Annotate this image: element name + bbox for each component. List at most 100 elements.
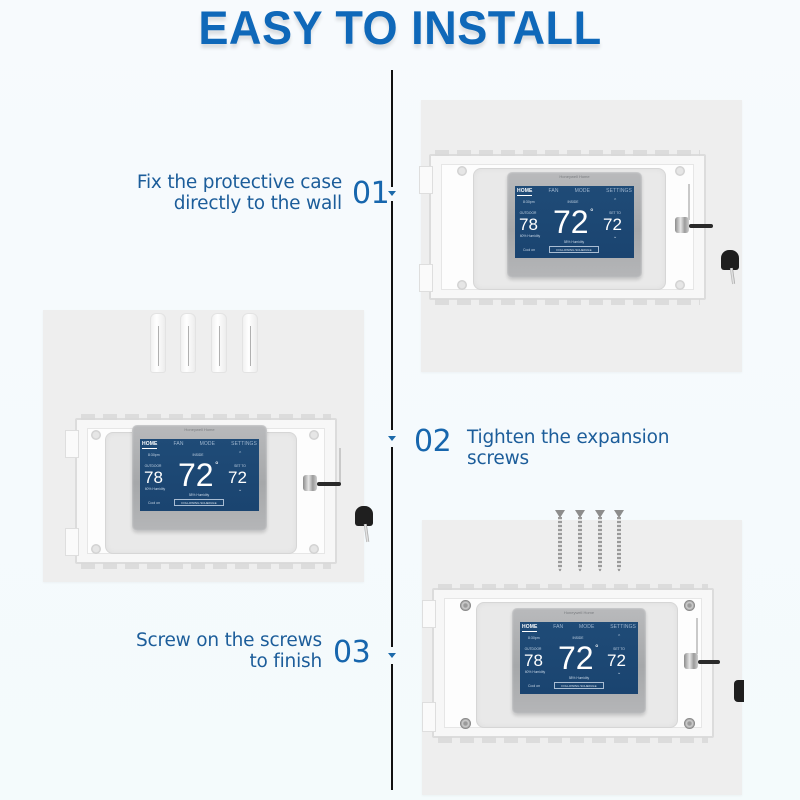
thermostat-brand: Honeywell Home	[563, 610, 595, 615]
wall-plug	[242, 313, 258, 373]
key-metal	[363, 523, 370, 543]
step-1-image: Honeywell Home HOME FAN MODE SETTINGS 8:…	[419, 100, 742, 372]
outdoor-temp: 78	[519, 215, 538, 234]
set-temp: 72	[603, 215, 622, 234]
tab-settings: SETTINGS	[610, 624, 636, 630]
step-2-image: Honeywell Home HOME FAN MODE SETTINGS 8:…	[43, 310, 373, 582]
hinge	[422, 600, 436, 628]
humidity: 58% Humidity	[188, 493, 210, 497]
chevron-up-icon: ⌃	[613, 198, 618, 204]
step-1-line-2: directly to the wall	[173, 193, 343, 214]
humidity: 58% Humidity	[563, 240, 585, 244]
screw-hole	[309, 430, 319, 440]
tab-mode: MODE	[574, 188, 591, 194]
outdoor-humidity: 60% Humidity	[519, 234, 541, 238]
inside-label: INSIDE	[567, 200, 579, 204]
tab-fan: FAN	[548, 188, 559, 194]
hinge	[419, 264, 433, 292]
screw-hole	[309, 544, 319, 554]
key-blade	[698, 660, 720, 664]
outdoor-label: OUTDOOR	[519, 211, 537, 215]
screw-head	[684, 718, 695, 729]
thermostat-screen: HOME FAN MODE SETTINGS 8:30pm INSIDE OUT…	[515, 186, 634, 258]
set-to-label: SET TO	[234, 464, 246, 468]
lock-cylinder	[684, 653, 698, 669]
outdoor-temp: 78	[144, 468, 163, 487]
timeline-line-segment	[391, 664, 393, 790]
timeline-line-segment	[391, 201, 393, 430]
step-2-description: Tighten the expansion screws	[467, 427, 767, 469]
tab-mode: MODE	[199, 441, 216, 447]
wood-screw	[555, 510, 565, 576]
hinge	[422, 702, 436, 732]
set-to-label: SET TO	[613, 647, 625, 651]
set-temp: 72	[607, 651, 626, 670]
chevron-up-icon: ⌃	[617, 634, 622, 640]
tab-home: HOME	[517, 188, 533, 196]
schedule-button: FOLLOWING SCHEDULE	[549, 246, 599, 253]
thermostat-brand: Honeywell Home	[184, 427, 215, 432]
protective-case	[422, 584, 714, 743]
triangle-down-icon	[388, 191, 396, 196]
page-title: EASY TO INSTALL	[198, 1, 602, 54]
key-blade	[689, 224, 713, 228]
screw-hole	[457, 166, 467, 176]
outdoor-label: OUTDOOR	[524, 647, 542, 651]
thermostat-screen: HOME FAN MODE SETTINGS 8:30pm INSIDE OUT…	[140, 439, 259, 511]
wall-plug	[211, 313, 227, 373]
wood-screw	[614, 510, 624, 576]
tab-settings: SETTINGS	[231, 441, 257, 447]
time: 8:30pm	[528, 636, 540, 640]
chevron-down-icon: ⌄	[613, 234, 618, 240]
screw-head	[460, 600, 471, 611]
tab-fan: FAN	[553, 624, 564, 630]
screw-hole	[91, 544, 101, 554]
hinge	[65, 430, 79, 458]
hinge	[65, 528, 79, 556]
step-1-description: Fix the protective case directly to the …	[60, 172, 342, 214]
triangle-down-icon	[388, 653, 396, 658]
schedule-button: FOLLOWING SCHEDULE	[174, 499, 224, 506]
step-3-number: 03	[333, 635, 371, 670]
inside-temp: 72	[558, 640, 594, 676]
triangle-down-icon	[388, 436, 396, 441]
tab-fan: FAN	[173, 441, 184, 447]
key-blade	[317, 482, 341, 486]
timeline-line-segment	[391, 70, 393, 187]
outdoor-humidity: 60% Humidity	[524, 670, 546, 674]
step-2-number: 02	[414, 424, 452, 459]
wall-plug	[150, 313, 166, 373]
humidity: 58% Humidity	[568, 676, 590, 680]
mode-status: Cool on	[528, 684, 541, 688]
time: 8:30pm	[523, 200, 535, 204]
chevron-down-icon: ⌄	[238, 487, 243, 493]
tab-home: HOME	[142, 441, 158, 449]
degree-symbol: °	[215, 460, 219, 470]
screw-hole	[457, 280, 467, 290]
mode-status: Cool on	[523, 248, 536, 252]
lock-cylinder	[303, 475, 317, 491]
inside-label: INSIDE	[192, 453, 204, 457]
degree-symbol: °	[595, 643, 599, 653]
outdoor-label: OUTDOOR	[144, 464, 162, 468]
thermostat: Honeywell Home HOME FAN MODE SETTINGS 8:…	[512, 608, 646, 714]
step-3-line-2: to finish	[249, 651, 322, 672]
mode-status: Cool on	[148, 501, 161, 505]
thermostat: Honeywell Home HOME FAN MODE SETTINGS 8:…	[507, 172, 642, 278]
tab-settings: SETTINGS	[606, 188, 632, 194]
inside-temp: 72	[178, 457, 214, 493]
key-metal	[729, 267, 736, 285]
inside-label: INSIDE	[572, 636, 584, 640]
thermostat-brand: Honeywell Home	[559, 174, 590, 179]
step-2-line-2: screws	[467, 448, 529, 469]
screw-hole	[675, 280, 685, 290]
screw-head	[684, 600, 695, 611]
step-1-number: 01	[352, 176, 390, 211]
thermostat: Honeywell Home HOME FAN MODE SETTINGS 8:…	[132, 425, 267, 531]
tab-mode: MODE	[579, 624, 595, 630]
tab-home: HOME	[522, 624, 538, 632]
wood-screw	[575, 510, 585, 576]
degree-symbol: °	[590, 207, 594, 217]
step-3-description: Screw on the screws to finish	[40, 630, 322, 672]
wood-screw	[595, 510, 605, 576]
